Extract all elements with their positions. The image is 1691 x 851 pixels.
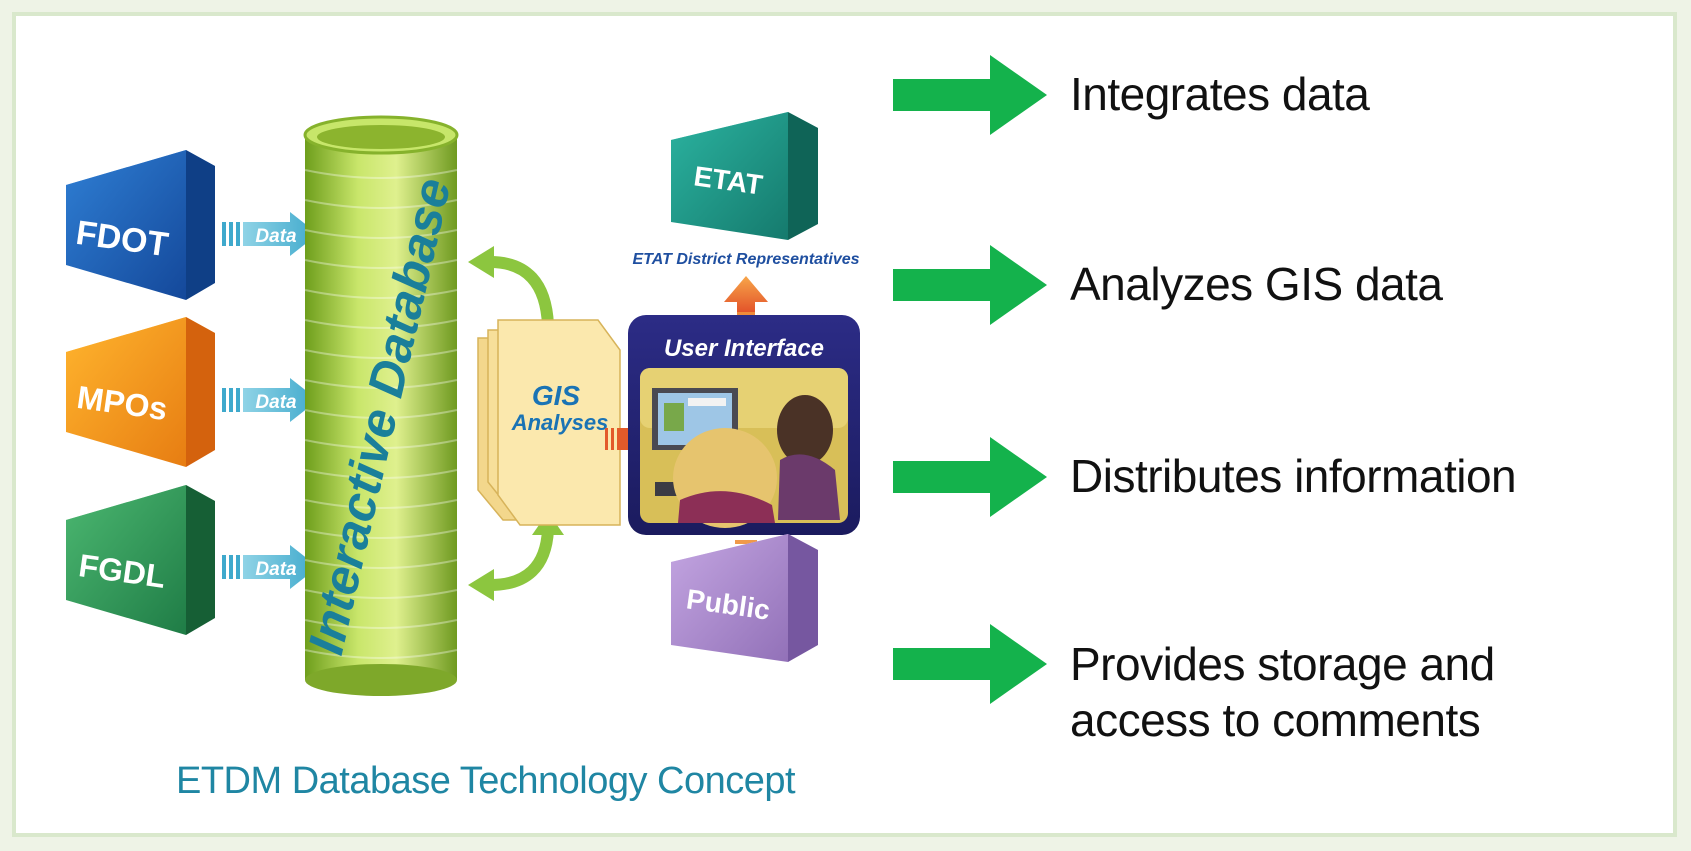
database-cylinder: Interactive Database (297, 115, 461, 696)
public-box: Public (671, 534, 818, 662)
analyses-label: Analyses (511, 410, 609, 435)
diagram-caption: ETDM Database Technology Concept (176, 760, 796, 802)
user-interface-panel: User Interface (628, 315, 860, 535)
function-text-analyzes: Analyzes GIS data (1070, 258, 1443, 310)
data-arrow-label: Data (255, 226, 297, 247)
function-text-distributes: Distributes information (1070, 450, 1517, 502)
etat-box: ETAT (671, 112, 818, 240)
fdot-box: FDOT (66, 150, 215, 300)
data-arrow-fdot: Data (222, 212, 318, 256)
etat-caption: ETAT District Representatives (632, 251, 859, 268)
mpos-box: MPOs (66, 317, 215, 467)
function-arrow-4 (893, 624, 1047, 704)
fgdl-box: FGDL (66, 485, 215, 635)
function-arrow-1 (893, 55, 1047, 135)
data-arrow-fgdl: Data (222, 545, 318, 589)
gis-label: GIS (532, 380, 581, 411)
data-arrow-label: Data (255, 392, 297, 413)
db-analyses-arrow-bottom (484, 524, 554, 591)
data-arrow-label: Data (255, 559, 297, 580)
person-icon (777, 395, 833, 465)
function-text-storage: Provides storage and access to comments (1070, 638, 1495, 746)
db-analyses-arrow-top (484, 256, 554, 331)
function-text-integrates: Integrates data (1070, 68, 1370, 120)
function-arrow-3 (893, 437, 1047, 517)
function-arrow-2 (893, 245, 1047, 325)
arrowhead (468, 246, 494, 278)
gis-analyses-stack: GIS Analyses (477, 319, 621, 526)
data-arrow-mpos: Data (222, 378, 318, 422)
arrowhead (468, 569, 494, 601)
user-interface-label: User Interface (664, 335, 824, 362)
